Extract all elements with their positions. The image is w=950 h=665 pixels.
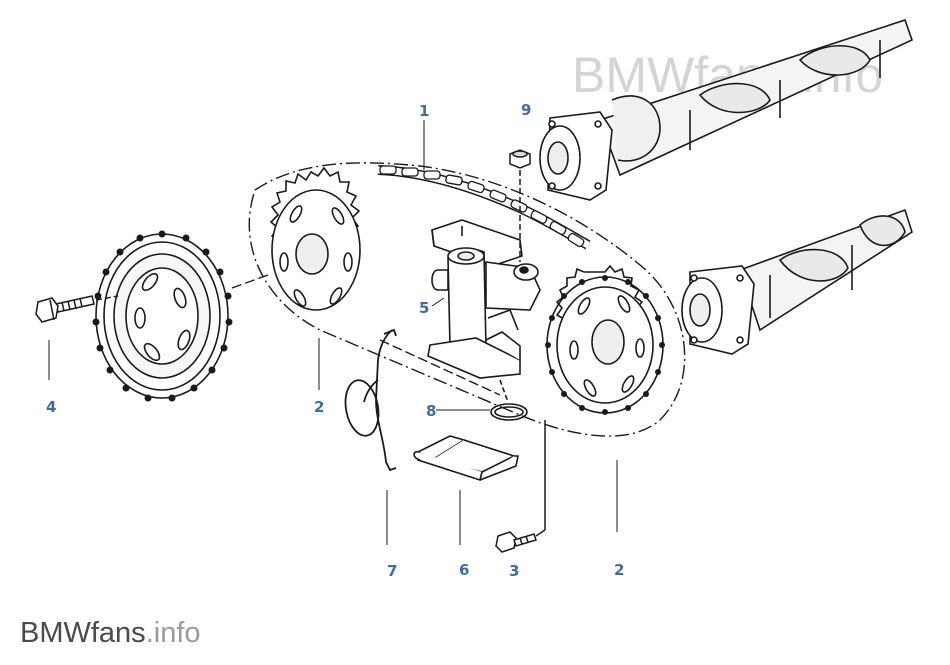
bolt-4 — [35, 295, 119, 323]
leader-lines — [48, 120, 618, 545]
callout-8: 8 — [426, 402, 436, 420]
callout-9: 9 — [521, 101, 531, 119]
camshaft-sprocket-left — [269, 166, 361, 311]
camshaft-sprocket-right — [545, 264, 665, 415]
callout-1: 1 — [419, 102, 429, 120]
callout-5: 5 — [419, 299, 429, 317]
watermark-brand: BMWfans — [20, 617, 146, 649]
upper-camshaft — [539, 18, 913, 201]
callout-2-left: 2 — [314, 398, 324, 416]
watermark-bottom: BMWfans.info — [20, 617, 201, 649]
callout-labels: 1 9 5 4 2 8 7 6 3 2 — [46, 101, 624, 580]
callout-4: 4 — [46, 398, 56, 416]
spring-7 — [344, 328, 397, 472]
crankshaft-sprocket — [92, 230, 233, 402]
callout-6: 6 — [459, 561, 469, 579]
timing-chain — [377, 165, 591, 250]
chain-path-outline — [231, 162, 686, 437]
chain-tensioner — [427, 219, 541, 403]
o-ring-8 — [490, 403, 528, 421]
nut-9 — [509, 149, 531, 262]
callout-7: 7 — [387, 562, 397, 580]
lower-camshaft — [681, 208, 913, 355]
callout-2-right: 2 — [614, 561, 624, 579]
bolt-3 — [495, 420, 546, 553]
callout-3: 3 — [509, 562, 519, 580]
guide-rail-6 — [413, 435, 519, 482]
watermark-suffix: .info — [146, 617, 201, 649]
